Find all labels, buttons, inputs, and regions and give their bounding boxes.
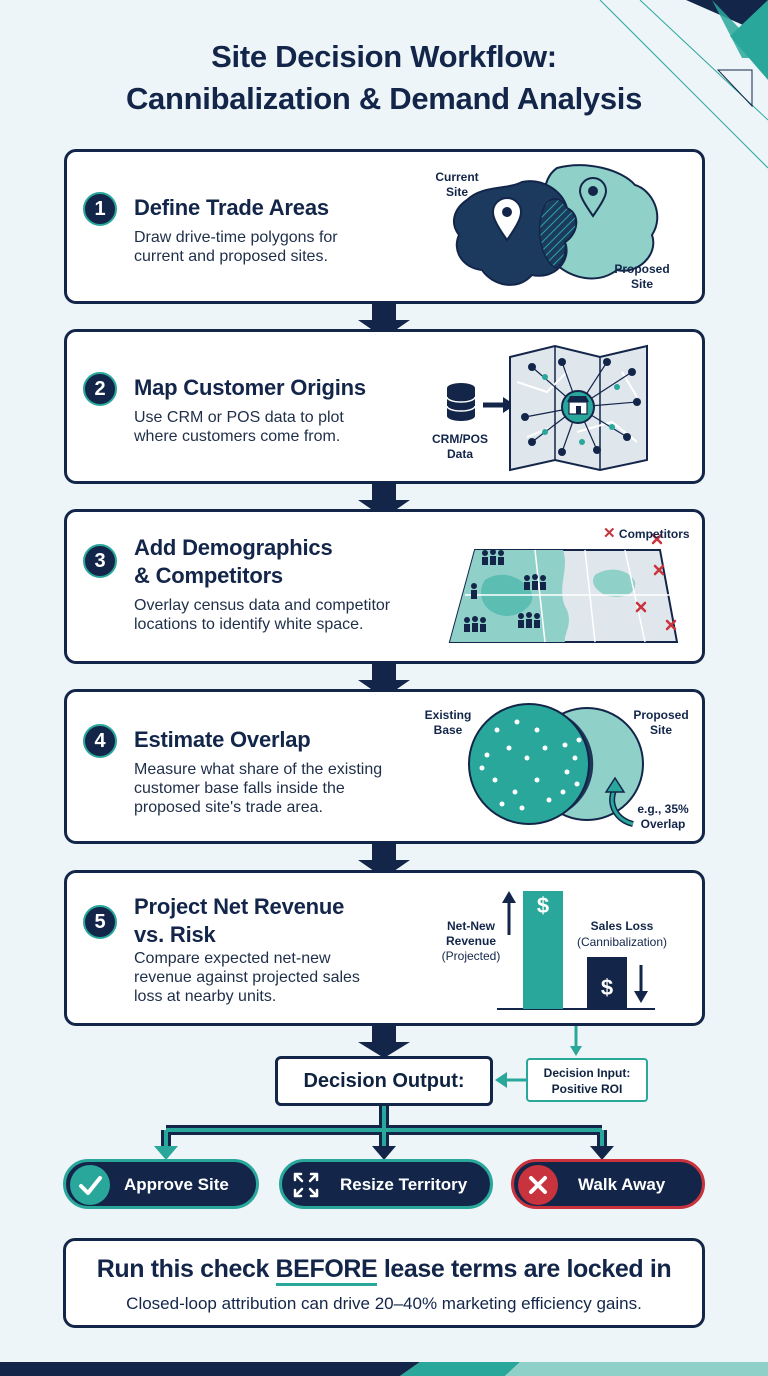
step-description: Draw drive-time polygons for current and…: [134, 229, 338, 265]
overlap-label: e.g., 35% Overlap: [637, 802, 689, 831]
map-pin-icon: [491, 197, 523, 242]
check-icon: [70, 1165, 110, 1205]
footer-subtext: Closed-loop attribution can drive 20–40%…: [126, 1294, 642, 1313]
step-description: Measure what share of the existing custo…: [134, 761, 383, 816]
existing-base-label: Existing Base: [424, 708, 472, 737]
step-title: Project Net Revenue vs. Risk: [134, 894, 345, 947]
walk-away-option: Walk Away: [511, 1159, 705, 1209]
people-icon: [464, 549, 546, 632]
trade-area-map-icon: [452, 164, 659, 286]
step-description: Use CRM or POS data to plot where custom…: [134, 409, 344, 445]
title-line-1: Site Decision Workflow:: [211, 39, 557, 74]
database-icon: [446, 383, 476, 421]
step-card-4: 4 Estimate Overlap Measure what share of…: [64, 689, 705, 844]
decision-input-box: Decision Input: Positive ROI: [526, 1058, 648, 1102]
competitor-x-icon: [635, 533, 677, 631]
overlap-venn-icon: [468, 703, 644, 827]
current-site-label: Current Site: [435, 170, 479, 199]
red-x-icon: ✕: [603, 525, 616, 542]
decision-branches: [154, 1106, 614, 1160]
walk-away-label: Walk Away: [578, 1175, 666, 1194]
store-icon: [561, 390, 595, 424]
step-title: Define Trade Areas: [134, 195, 329, 220]
step-description: Compare expected net-new revenue against…: [134, 950, 360, 1005]
decision-output-box: Decision Output:: [275, 1056, 493, 1106]
approve-site-option: Approve Site: [63, 1159, 259, 1209]
proposed-site-label: Proposed Site: [614, 262, 670, 291]
dollar-icon: $: [600, 975, 614, 1000]
revenue-vs-loss-icon: [497, 891, 655, 1010]
resize-arrows-icon: [286, 1165, 326, 1205]
demographics-map-icon: [448, 533, 679, 643]
proposed-site-label: Proposed Site: [633, 708, 689, 737]
step-title: Add Demographics & Competitors: [134, 535, 333, 588]
map-pin-icon: [578, 177, 608, 218]
dollar-icon: $: [536, 893, 550, 918]
step-number: 4: [83, 724, 117, 758]
page-title: Site Decision Workflow: Cannibalization …: [0, 36, 768, 120]
step-card-1: 1 Define Trade Areas Draw drive-time pol…: [64, 149, 705, 304]
resize-territory-label: Resize Territory: [340, 1175, 468, 1194]
resize-territory-option: Resize Territory: [279, 1159, 493, 1209]
step-description: Overlay census data and competitor locat…: [134, 597, 391, 633]
step-title: Estimate Overlap: [134, 727, 311, 752]
footer-headline: Run this check BEFORE lease terms are lo…: [66, 1253, 702, 1286]
footer-callout: Run this check BEFORE lease terms are lo…: [63, 1238, 705, 1328]
cannibalization-label: (Cannibalization): [576, 935, 668, 949]
before-emphasis: BEFORE: [275, 1255, 378, 1286]
step-title: Map Customer Origins: [134, 375, 366, 400]
x-icon: [518, 1165, 558, 1205]
arrow-5-output: [358, 1026, 410, 1058]
net-new-revenue-label: Net-New Revenue: [445, 919, 497, 948]
crm-pos-data-label: CRM/POS Data: [431, 432, 488, 461]
step-number: 5: [83, 905, 117, 939]
step-card-5: 5 Project Net Revenue vs. Risk Compare e…: [64, 870, 705, 1026]
step-card-3: 3 Add Demographics & Competitors Overlay…: [64, 509, 705, 664]
net-new-projected-label: (Projected): [441, 949, 501, 963]
step-number: 3: [83, 544, 117, 578]
approve-site-label: Approve Site: [124, 1175, 229, 1194]
competitors-label: ✕ Competitors: [603, 525, 690, 542]
step-card-2: 2 Map Customer Origins Use CRM or POS da…: [64, 329, 705, 484]
sales-loss-label: Sales Loss: [590, 919, 654, 933]
title-line-2: Cannibalization & Demand Analysis: [125, 81, 643, 116]
customer-origin-map-icon: [446, 344, 648, 472]
step-number: 1: [83, 192, 117, 226]
step-number: 2: [83, 372, 117, 406]
